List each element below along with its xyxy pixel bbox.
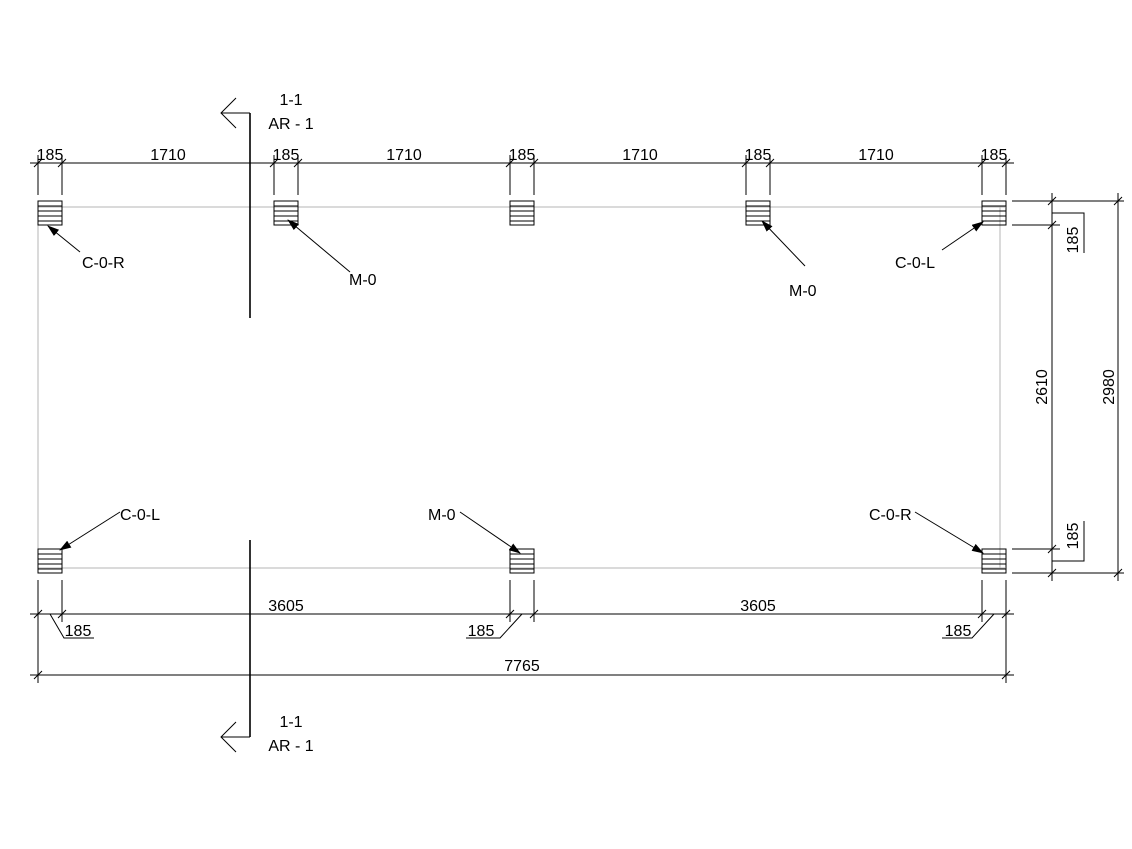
tag-top-1: C-0-R (82, 255, 125, 272)
top-dimension-labels: 185 1710 185 1710 185 1710 185 1710 185 (37, 147, 1008, 164)
post-bottom-3 (981, 548, 1007, 574)
top-dim-9: 185 (981, 147, 1008, 164)
tag-bottom-2: M-0 (428, 507, 456, 524)
tag-bottom-1: C-0-L (120, 507, 160, 524)
section-id-bottom: 1-1 (279, 714, 302, 731)
bottom-dim-overall: 7765 (504, 658, 540, 675)
right-dimension-labels: 185 2610 185 2980 (1034, 227, 1118, 550)
right-dim-bottom: 185 (1065, 523, 1082, 550)
section-cut (220, 97, 251, 753)
bottom-dim-span1: 3605 (268, 598, 304, 615)
post-top-3 (509, 200, 535, 226)
top-dim-5: 185 (509, 147, 536, 164)
section-sheet-bottom: AR - 1 (268, 738, 313, 755)
tag-top-2: M-0 (349, 272, 377, 289)
top-dim-3: 185 (273, 147, 300, 164)
post-bottom-1 (37, 548, 63, 574)
bottom-dim-left: 185 (65, 623, 92, 640)
section-sheet-top: AR - 1 (268, 116, 313, 133)
right-dimension-chain (1012, 193, 1124, 581)
top-dim-4: 1710 (386, 147, 422, 164)
post-bottom-2 (509, 548, 535, 574)
bottom-dimension-chain (30, 580, 1014, 683)
bottom-dim-mid: 185 (468, 623, 495, 640)
post-top-1 (37, 200, 63, 226)
top-dim-7: 185 (745, 147, 772, 164)
member-tags: C-0-R M-0 M-0 C-0-L C-0-L M-0 C-0-R (82, 255, 935, 524)
top-dim-1: 185 (37, 147, 64, 164)
post-top-4 (745, 200, 771, 226)
top-dim-6: 1710 (622, 147, 658, 164)
posts (37, 200, 1007, 574)
bottom-dimension-labels: 185 3605 185 3605 185 7765 (65, 598, 972, 675)
tag-top-3: M-0 (789, 283, 817, 300)
tag-top-4: C-0-L (895, 255, 935, 272)
right-dim-middle: 2610 (1034, 369, 1051, 405)
bottom-dim-right: 185 (945, 623, 972, 640)
right-dim-top: 185 (1065, 227, 1082, 254)
building-outline (37, 206, 1005, 569)
top-dim-2: 1710 (150, 147, 186, 164)
section-label-top: 1-1 AR - 1 (268, 92, 313, 133)
post-top-2 (273, 200, 299, 226)
top-dim-8: 1710 (858, 147, 894, 164)
post-top-5 (981, 200, 1007, 226)
section-id-top: 1-1 (279, 92, 302, 109)
bottom-dim-span2: 3605 (740, 598, 776, 615)
tag-bottom-3: C-0-R (869, 507, 912, 524)
right-dim-overall: 2980 (1101, 369, 1118, 405)
top-dimension-chain (30, 155, 1014, 195)
section-label-bottom: 1-1 AR - 1 (268, 714, 313, 755)
leaders (47, 219, 984, 554)
